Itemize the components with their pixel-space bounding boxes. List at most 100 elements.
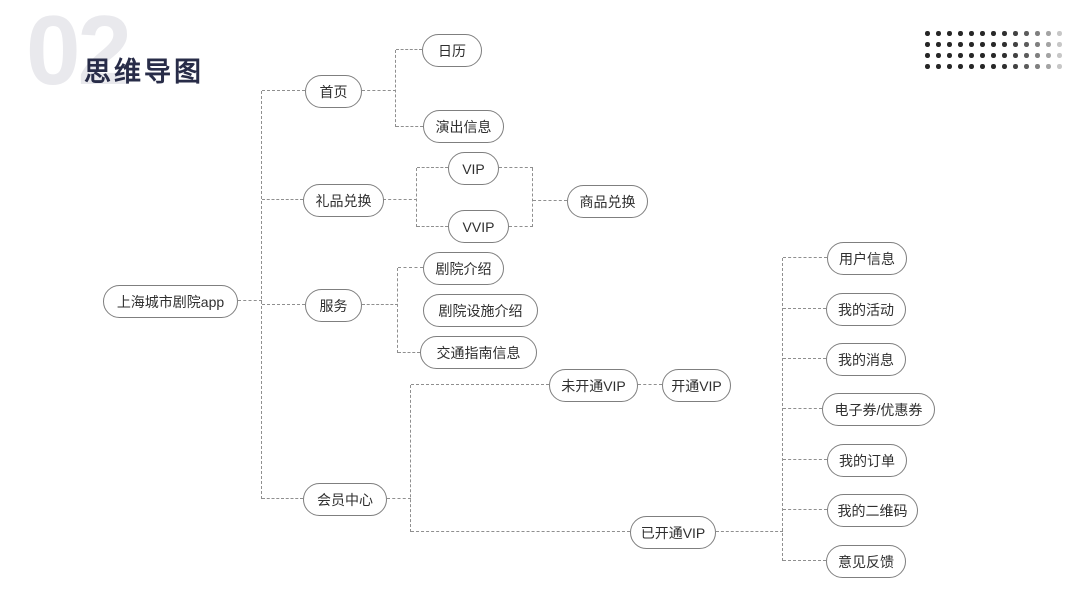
dot	[991, 53, 996, 58]
connector-line	[262, 304, 305, 305]
connector-line	[782, 258, 783, 561]
dot	[969, 53, 974, 58]
dot	[1046, 64, 1051, 69]
mindmap-node-traffic-guide[interactable]: 交通指南信息	[420, 336, 537, 369]
mindmap-node-e-coupons[interactable]: 电子券/优惠券	[822, 393, 935, 426]
dot	[947, 53, 952, 58]
connector-line	[398, 352, 420, 353]
dot	[925, 64, 930, 69]
mindmap-node-my-orders[interactable]: 我的订单	[827, 444, 907, 477]
connector-line	[783, 509, 827, 510]
dot	[947, 31, 952, 36]
mindmap-node-my-messages[interactable]: 我的消息	[826, 343, 906, 376]
dot	[936, 64, 941, 69]
mindmap-node-member-center[interactable]: 会员中心	[303, 483, 387, 516]
dot	[980, 42, 985, 47]
connector-line	[395, 50, 396, 127]
dot	[1002, 53, 1007, 58]
dot	[1035, 42, 1040, 47]
connector-line	[262, 498, 303, 499]
dot	[958, 53, 963, 58]
dot	[1013, 31, 1018, 36]
dot	[1024, 42, 1029, 47]
dot	[1057, 53, 1062, 58]
mindmap-node-feedback[interactable]: 意见反馈	[826, 545, 906, 578]
connector-line	[417, 167, 448, 168]
connector-line	[532, 168, 533, 227]
dot	[991, 64, 996, 69]
mindmap-node-service[interactable]: 服务	[305, 289, 362, 322]
dot	[947, 64, 952, 69]
dot	[958, 31, 963, 36]
mindmap-node-activate-vip[interactable]: 开通VIP	[662, 369, 731, 402]
connector-line	[261, 91, 262, 499]
mindmap-node-my-activities[interactable]: 我的活动	[826, 293, 906, 326]
mindmap-node-my-qrcode[interactable]: 我的二维码	[827, 494, 918, 527]
dot	[1046, 42, 1051, 47]
mindmap-node-calendar[interactable]: 日历	[422, 34, 482, 67]
connector-line	[362, 90, 396, 91]
dot	[958, 64, 963, 69]
dot	[1013, 64, 1018, 69]
dot	[936, 42, 941, 47]
mindmap-node-root[interactable]: 上海城市剧院app	[103, 285, 238, 318]
dot	[980, 31, 985, 36]
dot	[925, 42, 930, 47]
section-number: 02	[26, 0, 132, 105]
connector-line	[783, 459, 827, 460]
connector-line	[410, 385, 411, 532]
connector-line	[783, 257, 827, 258]
dot	[1024, 53, 1029, 58]
dot	[1057, 64, 1062, 69]
dot	[991, 31, 996, 36]
connector-line	[783, 308, 826, 309]
connector-line	[411, 384, 549, 385]
dot	[947, 42, 952, 47]
connector-line	[397, 268, 398, 353]
mindmap-node-vip-activated[interactable]: 已开通VIP	[630, 516, 716, 549]
mindmap-node-goods-exchange[interactable]: 商品兑换	[567, 185, 648, 218]
dot	[1024, 31, 1029, 36]
connector-line	[387, 498, 411, 499]
connector-line	[238, 300, 262, 301]
mindmap-node-facility-intro[interactable]: 剧院设施介绍	[423, 294, 538, 327]
connector-line	[533, 200, 567, 201]
dot	[1013, 42, 1018, 47]
connector-line	[396, 126, 423, 127]
connector-line	[383, 199, 417, 200]
mindmap-node-home[interactable]: 首页	[305, 75, 362, 108]
mindmap-node-gift-exchange[interactable]: 礼品兑换	[303, 184, 384, 217]
mindmap-node-vip[interactable]: VIP	[448, 152, 499, 185]
dot	[1035, 64, 1040, 69]
connector-line	[396, 49, 422, 50]
dot	[936, 53, 941, 58]
connector-line	[509, 226, 533, 227]
dot	[936, 31, 941, 36]
mindmap-node-show-info[interactable]: 演出信息	[423, 110, 504, 143]
mindmap-node-theater-intro[interactable]: 剧院介绍	[423, 252, 504, 285]
connector-line	[398, 267, 423, 268]
dot	[925, 53, 930, 58]
dot	[1002, 64, 1007, 69]
page-title: 思维导图	[84, 57, 204, 87]
dot	[1002, 31, 1007, 36]
dot	[1046, 31, 1051, 36]
dot	[1057, 31, 1062, 36]
dot	[980, 53, 985, 58]
connector-line	[783, 408, 822, 409]
mindmap-node-user-info[interactable]: 用户信息	[827, 242, 907, 275]
connector-line	[783, 560, 826, 561]
dot	[969, 42, 974, 47]
connector-line	[716, 531, 783, 532]
connector-line	[783, 358, 826, 359]
mindmap-node-vip-not-activated[interactable]: 未开通VIP	[549, 369, 638, 402]
dot	[925, 31, 930, 36]
connector-line	[638, 384, 662, 385]
dot	[1002, 42, 1007, 47]
dot	[969, 64, 974, 69]
dot	[1035, 53, 1040, 58]
mindmap-node-vvip[interactable]: VVIP	[448, 210, 509, 243]
connector-line	[411, 531, 630, 532]
